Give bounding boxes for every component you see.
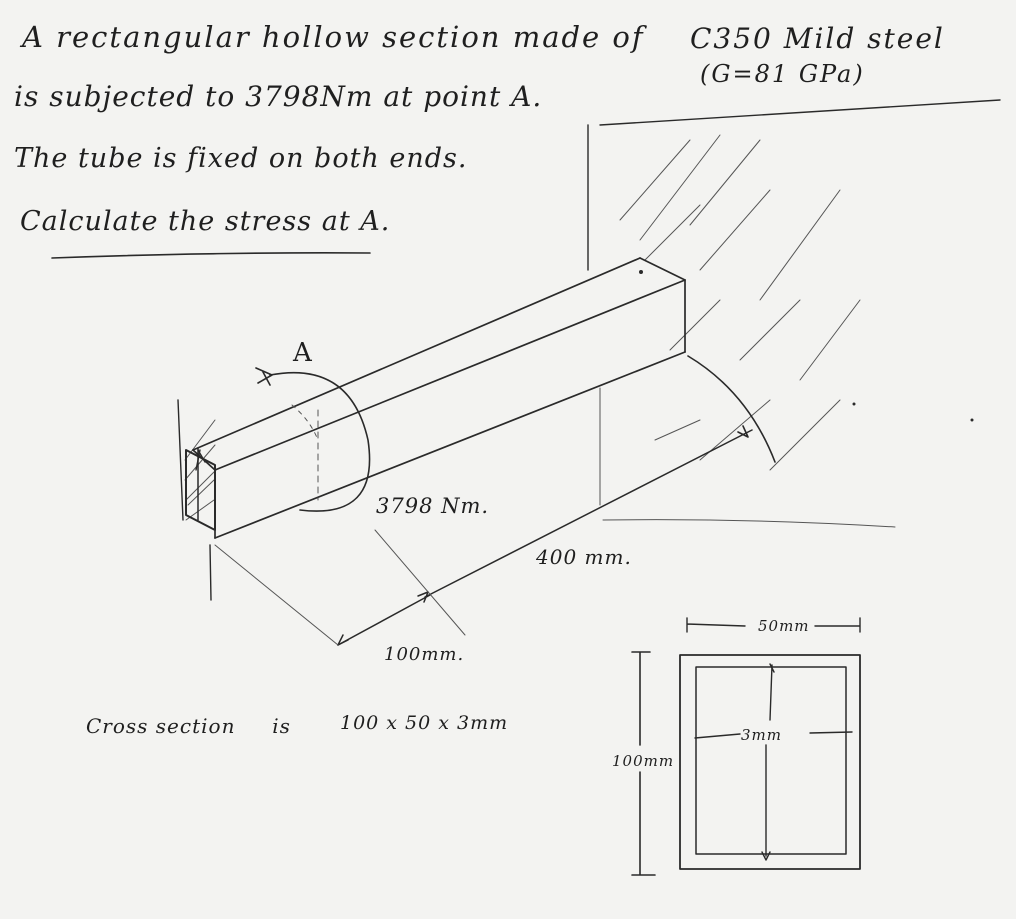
- cross-section-dimensions: 100 x 50 x 3mm: [340, 712, 509, 734]
- cross-section-note-label: Cross section: [86, 714, 236, 738]
- point-a-label: A: [293, 338, 313, 368]
- left-support-wall: [177, 399, 217, 601]
- offset-dimension-line: [337, 594, 431, 646]
- torque-arrow-at-a: [255, 367, 371, 512]
- thickness-label: 3mm: [741, 726, 782, 744]
- length-dimension-line: [424, 429, 753, 598]
- question-underline: [51, 252, 371, 259]
- rectangular-tube: [192, 257, 686, 539]
- right-support-wall: [587, 99, 1001, 528]
- question-line-4: Calculate the stress at A.: [20, 206, 391, 237]
- torque-arrowhead-right: [737, 425, 749, 438]
- offset-arrowhead: [337, 634, 349, 646]
- width-label: 50mm: [758, 617, 810, 635]
- material-modulus: (G=81 GPa): [700, 60, 865, 88]
- question-line-3: The tube is fixed on both ends.: [14, 143, 468, 174]
- question-line-2: is subjected to 3798Nm at point A.: [14, 80, 543, 113]
- cross-section-detail: [631, 617, 861, 876]
- question-line-1: A rectangular hollow section made of: [22, 20, 645, 54]
- length-label: 400 mm.: [536, 545, 632, 569]
- torque-arrow-right-end: [687, 355, 776, 463]
- height-label: 100mm: [612, 752, 675, 770]
- cross-section-note-is: is: [272, 714, 291, 738]
- torque-label: 3798 Nm.: [376, 494, 490, 518]
- cross-section-note: Cross section is: [86, 714, 291, 738]
- material-grade: C350 Mild steel: [690, 22, 945, 55]
- end-offset-label: 100mm.: [384, 644, 465, 665]
